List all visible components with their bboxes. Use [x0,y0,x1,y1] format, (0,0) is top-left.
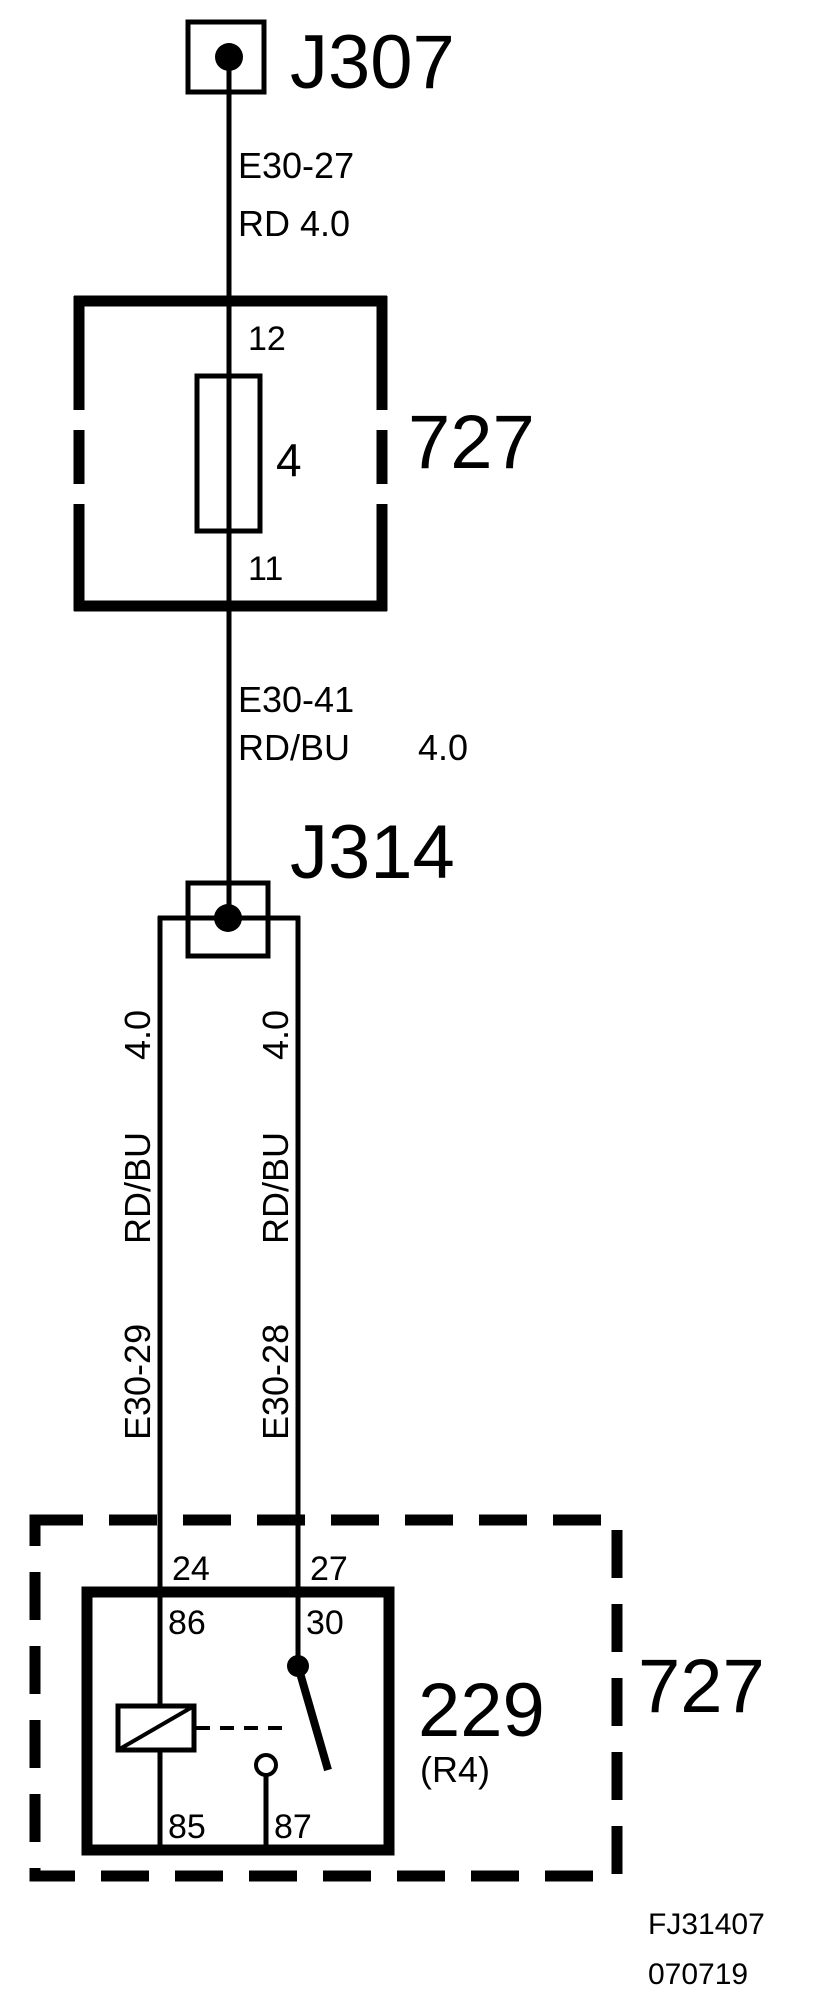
relay-pin-85: 85 [168,1808,206,1846]
connector-j307: J307 [185,19,455,105]
relay-contact-terminal [254,1753,278,1777]
relay-switch-arm [294,1664,332,1772]
wire-e30-28-color: RD/BU [255,1132,296,1244]
relay-box-component-label: 727 [638,1644,765,1729]
wire-e30-29-label: E30-29 RD/BU 4.0 [117,1010,158,1440]
relay-box-pin-27: 27 [310,1550,348,1588]
connector-j307-label: J307 [290,20,455,105]
fuse-box-727: 12 4 11 727 [73,295,535,612]
wire-e30-41-color: RD/BU [238,727,350,768]
wire-e30-29-size: 4.0 [117,1010,158,1060]
fuse-pin-in-label: 12 [248,320,286,358]
wire-e30-28-circuit: E30-28 [255,1324,296,1440]
wire-e30-29-circuit: E30-29 [117,1324,158,1440]
connector-j314: J314 [158,810,455,959]
wire-e30-27-circuit: E30-27 [238,145,354,186]
wire-e30-27-label: E30-27 RD 4.0 [238,145,354,244]
relay-229-label: 229 [418,1668,545,1753]
relay-box-pin-24: 24 [172,1550,210,1588]
wire-e30-29-color: RD/BU [117,1132,158,1244]
drawing-code: FJ31407 [648,1908,765,1941]
wire-e30-27-color-size: RD 4.0 [238,203,350,244]
wire-e30-28-size: 4.0 [255,1010,296,1060]
fuse-pin-out-label: 11 [248,550,283,588]
relay-229-sub-label: (R4) [420,1749,490,1790]
relay-pin-86: 86 [168,1604,206,1642]
wire-e30-41-label: E30-41 RD/BU 4.0 [238,679,468,768]
relay-pin-30: 30 [306,1604,344,1642]
relay-box-727: 727 24 27 86 30 85 87 229 (R4) [29,1514,765,1882]
relay-coil-diagonal [116,1704,196,1752]
relay-229-housing [81,1586,395,1856]
fuse-number-label: 4 [276,434,302,486]
relay-pin-87: 87 [274,1808,312,1846]
wire-e30-41-size: 4.0 [418,727,468,768]
relay-229: 86 30 85 87 [81,1586,395,1856]
wire-e30-28-label: E30-28 RD/BU 4.0 [255,1010,296,1440]
connector-j307-housing [185,19,267,95]
relay-box-dashed-outline [29,1514,623,1882]
drawing-date: 070719 [648,1958,748,1991]
connector-j314-label: J314 [290,810,455,895]
fuse-box-component-label: 727 [408,400,535,485]
wire-e30-41-circuit: E30-41 [238,679,354,720]
